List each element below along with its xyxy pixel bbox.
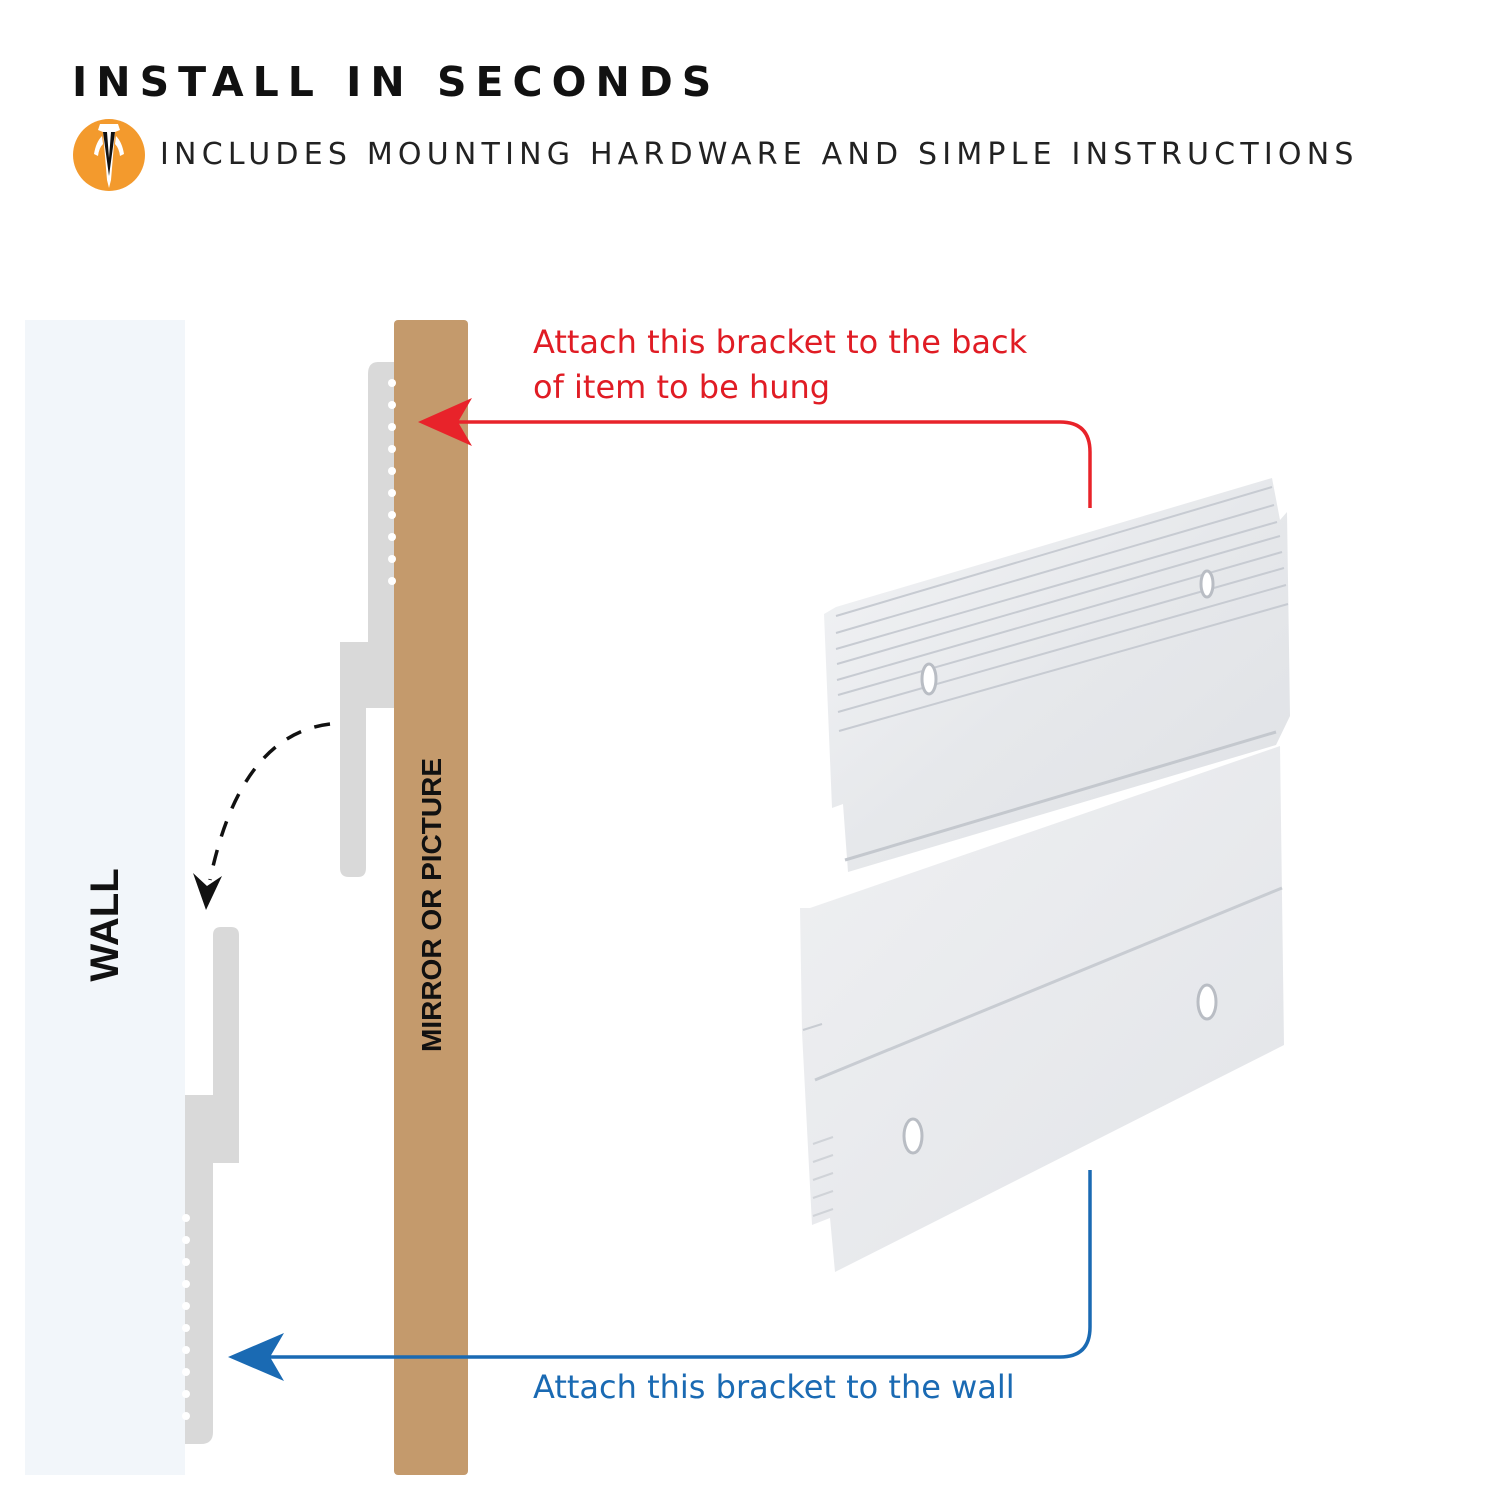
wall-label: WALL — [83, 868, 127, 981]
wall — [25, 320, 185, 1475]
item-bracket-instruction: Attach this bracket to the back of item … — [533, 323, 1028, 406]
item-bracket-profile — [340, 362, 394, 877]
item-bracket-teeth — [388, 379, 396, 585]
page-title: INSTALL IN SECONDS — [72, 58, 721, 106]
aluminum-bracket-illustration — [800, 478, 1290, 1272]
hang-motion-arrow — [208, 722, 331, 881]
wall-bracket-instruction: Attach this bracket to the wall — [533, 1368, 1015, 1406]
item-bracket-arrow — [455, 420, 1092, 508]
hang-motion-arrowhead — [193, 873, 222, 910]
wall-bracket-arrowhead — [228, 1333, 284, 1381]
brand-logo-icon — [73, 119, 145, 191]
wall-bracket-teeth — [182, 1214, 190, 1420]
mirror-panel — [394, 320, 468, 1475]
wall-bracket-arrow — [265, 1170, 1092, 1359]
item-bracket-arrowhead — [418, 398, 472, 446]
mirror-panel-label: MIRROR OR PICTURE — [416, 758, 447, 1052]
wall-bracket-profile — [185, 927, 239, 1444]
subtitle: INCLUDES MOUNTING HARDWARE AND SIMPLE IN… — [160, 137, 1359, 172]
